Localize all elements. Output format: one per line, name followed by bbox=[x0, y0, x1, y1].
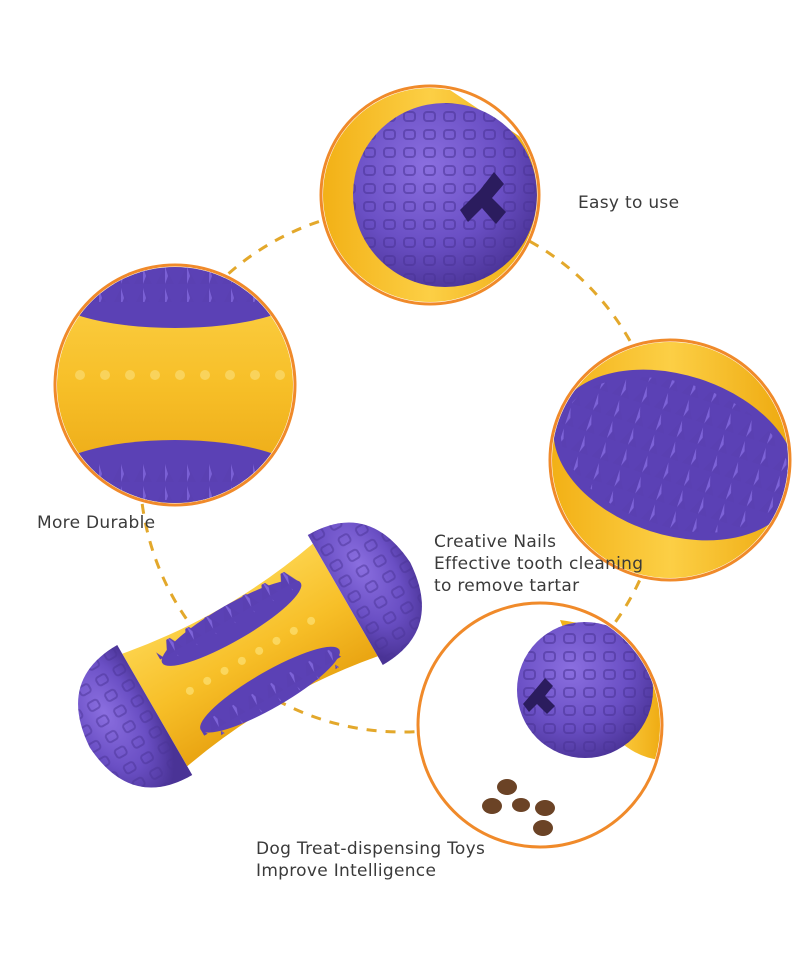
caption-line: Improve Intelligence bbox=[256, 861, 437, 881]
caption-line: Creative Nails bbox=[434, 532, 557, 552]
caption-line: More Durable bbox=[37, 513, 156, 533]
treat-pellets bbox=[482, 779, 555, 836]
caption-dog-treat-dispensing: Dog Treat-dispensing Toys Improve Intell… bbox=[256, 838, 485, 882]
caption-creative-nails: Creative Nails Effective tooth cleaning … bbox=[434, 531, 643, 597]
zoom-nails-creative bbox=[548, 338, 792, 582]
caption-easy-to-use: Easy to use bbox=[578, 192, 679, 214]
zoom-body-durable bbox=[53, 263, 297, 507]
caption-line: Effective tooth cleaning bbox=[434, 554, 644, 574]
zoom-treat-dispensing bbox=[416, 601, 664, 849]
caption-line: to remove tartar bbox=[434, 576, 580, 596]
zoom-ball-easy bbox=[319, 84, 541, 306]
caption-line: Dog Treat-dispensing Toys bbox=[256, 839, 486, 859]
caption-line: Easy to use bbox=[578, 193, 680, 213]
caption-more-durable: More Durable bbox=[37, 512, 155, 534]
main-toy-dumbbell bbox=[78, 522, 422, 788]
